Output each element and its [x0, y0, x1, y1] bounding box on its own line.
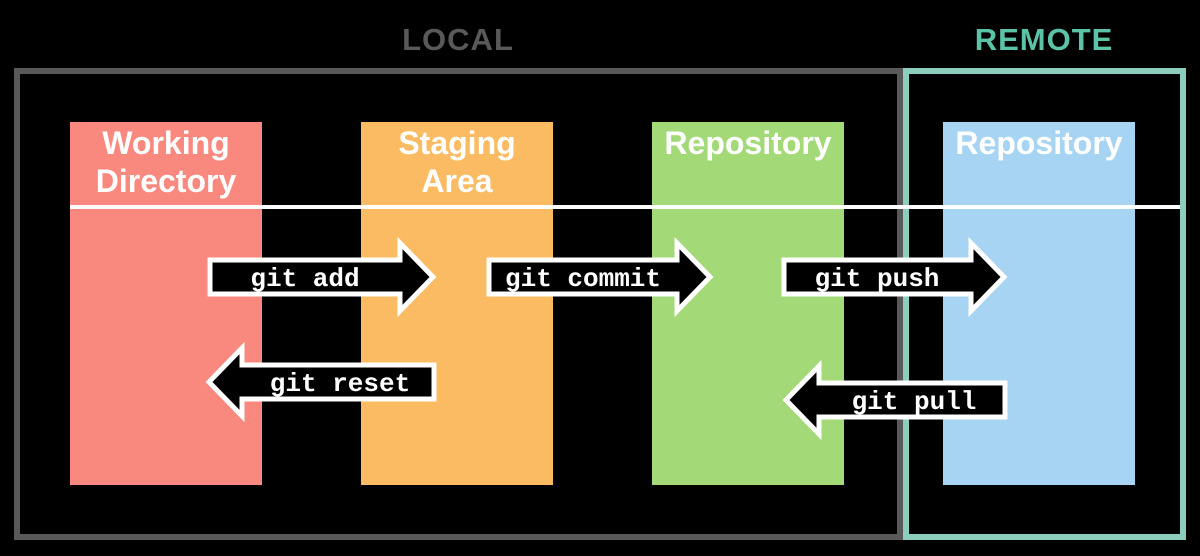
remote-zone-label: REMOTE — [974, 22, 1114, 57]
git-pull-arrow: git pull — [782, 359, 1008, 441]
git-add-arrow: git add — [207, 236, 437, 318]
git-commit-label: git commit — [505, 264, 661, 294]
right-arrow-shape — [781, 236, 1008, 318]
column-working-directory: Working Directory — [70, 122, 262, 485]
local-zone-box — [14, 68, 903, 540]
left-arrow-shape — [205, 341, 437, 423]
right-arrow-shape — [207, 236, 437, 318]
git-pull-label: git pull — [852, 387, 977, 417]
git-commit-arrow: git commit — [486, 236, 714, 318]
local-zone-label: LOCAL — [402, 22, 514, 57]
git-add-label: git add — [250, 264, 359, 294]
git-reset-label: git reset — [270, 369, 410, 399]
column-staging-area-title: Staging Area — [398, 125, 516, 199]
git-push-label: git push — [815, 264, 940, 294]
column-local-repository-title: Repository — [664, 125, 832, 161]
right-arrow-shape — [486, 236, 714, 318]
column-working-directory-title: Working Directory — [95, 125, 237, 199]
remote-zone-box — [903, 68, 1186, 540]
baseline-divider — [70, 205, 1180, 209]
column-staging-area: Staging Area — [361, 122, 553, 485]
column-remote-repository-title: Repository — [955, 125, 1123, 161]
left-arrow-shape — [782, 359, 1008, 441]
git-reset-arrow: git reset — [205, 341, 437, 423]
git-push-arrow: git push — [781, 236, 1008, 318]
